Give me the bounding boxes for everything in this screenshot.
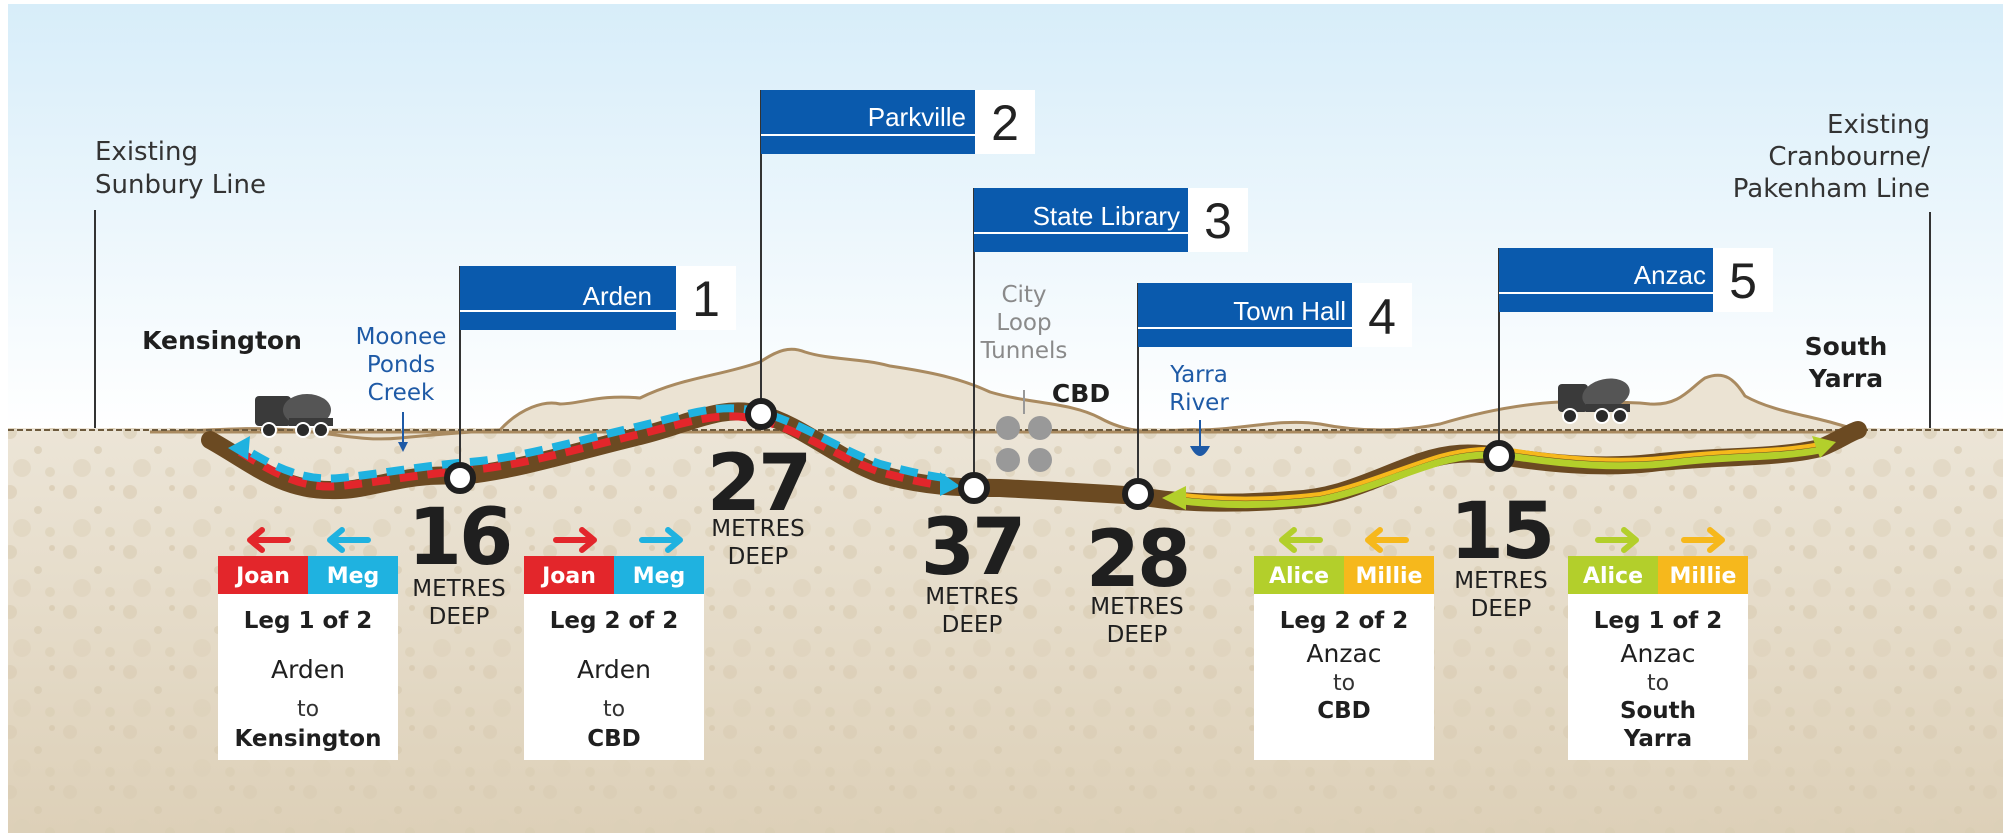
- machine-badge: Millie: [1356, 564, 1423, 589]
- leg-to: to: [1647, 671, 1669, 696]
- station-name-anzac: Anzac: [1634, 260, 1706, 290]
- station-flag-town-hall: Town Hall 4: [1138, 283, 1412, 347]
- leg-card: Joan Meg Leg 1 of 2 Arden to Kensington: [218, 527, 398, 760]
- station-number-state-library: 3: [1204, 193, 1232, 249]
- svg-text:15: 15: [1450, 487, 1553, 577]
- arrow-left-icon: [247, 527, 291, 553]
- leg-title: Leg 2 of 2: [550, 608, 679, 634]
- station-marker-town-hall: [1122, 478, 1154, 510]
- tbm-path-alice: [1174, 446, 1821, 508]
- station-number-parkville: 2: [991, 95, 1019, 151]
- leg-title: Leg 2 of 2: [1280, 608, 1409, 634]
- tbm-path-meg: [237, 404, 946, 483]
- leg-destination: CBD: [1317, 698, 1371, 724]
- station-number-town-hall: 4: [1368, 289, 1396, 345]
- station-marker-parkville: [745, 398, 777, 430]
- station-name-state-library: State Library: [1033, 201, 1180, 231]
- arrow-right-icon: [1595, 527, 1639, 553]
- station-number-anzac: 5: [1729, 253, 1757, 309]
- svg-text:27: 27: [707, 439, 810, 529]
- leg-to: to: [1333, 671, 1355, 696]
- leg-title: Leg 1 of 2: [244, 608, 373, 634]
- arrow-right-icon: [639, 527, 683, 553]
- leg-title: Leg 1 of 2: [1594, 608, 1723, 634]
- station-name-arden: Arden: [583, 281, 652, 311]
- machine-badge: Joan: [540, 564, 596, 589]
- station-flag-state-library: State Library 3: [974, 188, 1248, 252]
- machine-badge: Meg: [327, 564, 380, 589]
- station-marker-anzac: [1483, 440, 1515, 472]
- station-marker-state-library: [958, 472, 990, 504]
- arrow-head-town-hall: [1162, 486, 1186, 510]
- cbd-label: CBD: [1052, 379, 1110, 408]
- machine-badge: Millie: [1670, 564, 1737, 589]
- leg-from: Anzac: [1620, 639, 1695, 668]
- arrow-head-south-yarra: [1812, 436, 1836, 458]
- leg-from: Arden: [271, 655, 345, 684]
- station-flag-anzac: Anzac 5: [1499, 248, 1773, 312]
- station-flag-arden: Arden 1: [460, 266, 736, 330]
- svg-text:16: 16: [408, 493, 511, 583]
- leg-from: Arden: [577, 655, 651, 684]
- arrow-head-state-library: [940, 472, 960, 496]
- arrow-left-icon: [327, 527, 371, 553]
- leg-destination: CBD: [587, 726, 641, 752]
- station-name-town-hall: Town Hall: [1233, 296, 1346, 326]
- truck-icon: [1558, 378, 1630, 424]
- machine-badge: Joan: [234, 564, 290, 589]
- leg-to: to: [603, 697, 625, 722]
- city-loop-tunnels: [996, 390, 1052, 472]
- truck-icon: [255, 394, 333, 438]
- station-name-parkville: Parkville: [868, 102, 966, 132]
- tbm-path-millie: [1174, 442, 1821, 501]
- machine-badge: Meg: [633, 564, 686, 589]
- arrow-right-icon: [553, 527, 597, 553]
- leg-destination: Kensington: [235, 726, 382, 752]
- hills: [149, 347, 1860, 441]
- station-marker-arden: [444, 462, 476, 494]
- leg-from: Anzac: [1306, 639, 1381, 668]
- svg-text:28: 28: [1086, 515, 1189, 605]
- kensington-label: Kensington: [142, 326, 302, 355]
- machine-badge: Alice: [1269, 564, 1329, 589]
- arrow-head-kensington: [228, 436, 250, 460]
- arrow-left-icon: [1365, 527, 1409, 553]
- machine-badge: Alice: [1583, 564, 1643, 589]
- leg-to: to: [297, 697, 319, 722]
- station-flag-parkville: Parkville 2: [761, 90, 1035, 154]
- leg-card: Joan Meg Leg 2 of 2 Arden to CBD: [524, 527, 704, 760]
- station-number-arden: 1: [692, 271, 720, 327]
- svg-text:37: 37: [921, 503, 1024, 593]
- tbm-path-joan: [237, 412, 946, 491]
- arrow-left-icon: [1279, 527, 1323, 553]
- yarra-river-drop: [1190, 446, 1210, 456]
- leg-card: Alice Millie Leg 2 of 2 Anzac to CBD: [1254, 527, 1434, 760]
- arrow-right-icon: [1681, 527, 1725, 553]
